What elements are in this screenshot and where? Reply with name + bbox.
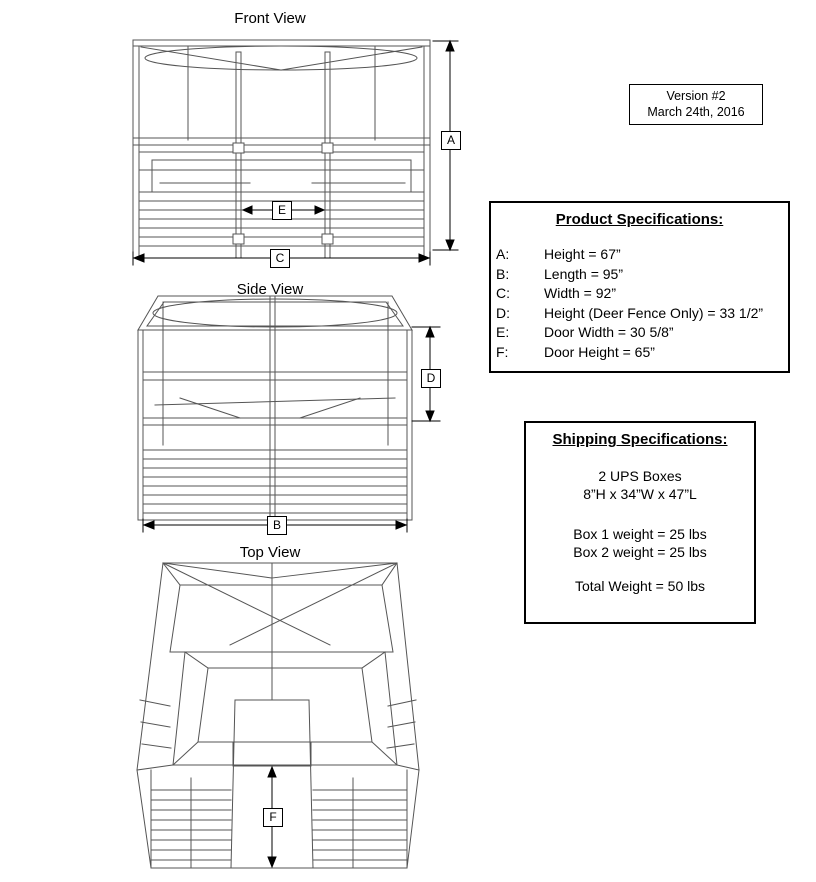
version-date: March 24th, 2016 (647, 105, 745, 119)
shipping-box-count: 2 UPS Boxes (598, 468, 682, 484)
spec-row: C: Width = 92” (491, 284, 788, 304)
top-view-drawing (136, 562, 420, 869)
spec-row: B: Length = 95” (491, 265, 788, 285)
shipping-total-weight: Total Weight = 50 lbs (574, 578, 706, 594)
spec-value: Height = 67” (544, 246, 621, 262)
product-specs-title: Product Specifications: (555, 211, 724, 228)
shipping-specs-title: Shipping Specifications: (552, 431, 728, 448)
spec-value: Door Width = 30 5/8” (544, 324, 674, 340)
spec-key: F: (496, 343, 509, 360)
shipping-box1-weight: Box 1 weight = 25 lbs (573, 526, 707, 542)
version-number: Version #2 (666, 89, 726, 103)
spec-key: C: (496, 285, 510, 301)
spec-key: B: (496, 265, 510, 282)
side-view-title: Side View (236, 281, 304, 298)
dim-label-e: E (272, 201, 292, 220)
spec-key: E: (496, 324, 510, 340)
product-specs-list: A: Height = 67” B: Length = 95” C: Width… (491, 245, 788, 362)
dim-label-f: F (263, 808, 283, 827)
spec-key: A: (496, 246, 510, 262)
dimension-lines (132, 39, 459, 869)
spec-row: E: Door Width = 30 5/8” (491, 323, 788, 343)
side-view-drawing (137, 295, 413, 521)
spec-row: F: Door Height = 65” (491, 343, 788, 363)
spec-value: Length = 95” (544, 265, 624, 282)
dim-label-c: C (270, 249, 290, 268)
version-box: Version #2 March 24th, 2016 (629, 84, 763, 125)
spec-row: D: Height (Deer Fence Only) = 33 1/2” (491, 304, 788, 324)
front-view-drawing (132, 39, 431, 259)
spec-value: Door Height = 65” (544, 343, 655, 360)
dim-label-b: B (267, 516, 287, 535)
shipping-box2-weight: Box 2 weight = 25 lbs (573, 544, 707, 560)
top-view-title: Top View (239, 544, 301, 561)
spec-row: A: Height = 67” (491, 245, 788, 265)
shipping-box-dimensions: 8”H x 34”W x 47”L (583, 486, 697, 502)
spec-value: Height (Deer Fence Only) = 33 1/2” (544, 304, 764, 321)
dim-label-a: A (441, 131, 461, 150)
spec-key: D: (496, 304, 510, 321)
shipping-specifications-box: Shipping Specifications: 2 UPS Boxes 8”H… (524, 421, 756, 624)
dim-label-d: D (421, 369, 441, 388)
spec-value: Width = 92” (544, 285, 616, 301)
front-view-title: Front View (234, 10, 306, 27)
product-specifications-box: Product Specifications: A: Height = 67” … (489, 201, 790, 373)
